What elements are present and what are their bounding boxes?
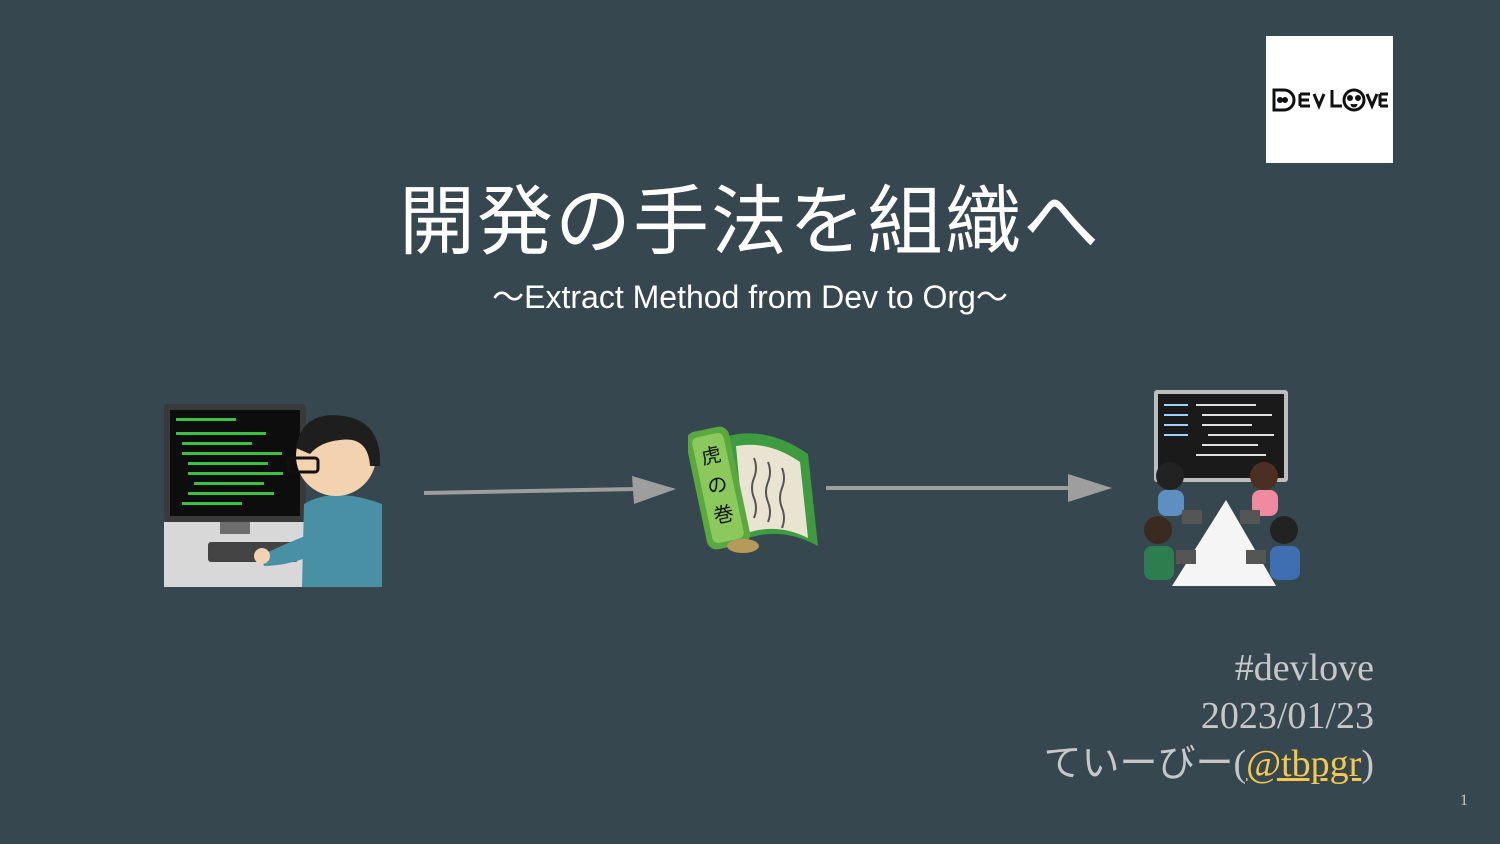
author-line: ていーびー(@tbpgr) — [1043, 740, 1374, 788]
scroll-char-1: 虎 — [699, 442, 724, 470]
team-meeting-illustration — [1144, 390, 1300, 586]
slide-subtitle: 〜Extract Method from Dev to Org〜 — [492, 279, 1008, 315]
presentation-date: 2023/01/23 — [1200, 695, 1374, 737]
slide-meta: #devlove 2023/01/23 ていーびー(@tbpgr) — [1043, 644, 1374, 788]
hashtag: #devlove — [1234, 647, 1374, 689]
devlove-logo-icon — [1272, 88, 1388, 111]
slide-title: 開発の手法を組織へ — [399, 177, 1101, 266]
arrow-right-icon — [423, 476, 676, 504]
scroll-char-2: の — [705, 471, 730, 499]
devlove-logo — [1266, 36, 1393, 163]
programmer-at-computer-illustration — [164, 404, 382, 587]
author-name: ていーびー( — [1043, 743, 1247, 785]
author-suffix: ) — [1361, 743, 1374, 785]
tora-no-maki-scroll-illustration: 虎 の 巻 — [688, 426, 818, 553]
author-handle-link[interactable]: @tbpgr — [1246, 743, 1362, 785]
page-number: 1 — [1460, 792, 1468, 809]
arrow-right-icon — [826, 474, 1112, 502]
scroll-char-3: 巻 — [711, 501, 736, 529]
